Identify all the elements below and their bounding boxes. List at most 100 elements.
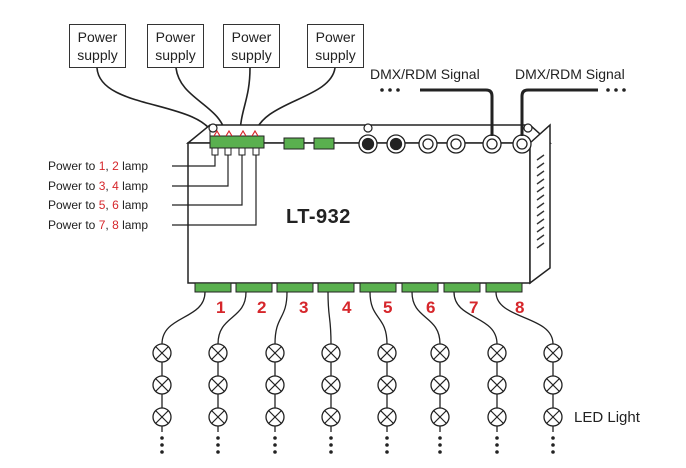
continuation-dot	[329, 436, 333, 440]
power-label-suffix: lamp	[118, 179, 149, 193]
model-label: LT-932	[286, 206, 351, 228]
power-supply-line2: supply	[231, 47, 272, 63]
lamp-strings	[152, 291, 563, 454]
power-supply-line1: Power	[155, 29, 196, 45]
lamp-string-3	[265, 291, 288, 454]
lamp-wire	[327, 291, 332, 345]
lamp-icon	[321, 375, 341, 395]
lamp-icon	[152, 407, 172, 427]
power-supply-line2: supply	[77, 47, 118, 63]
lamp-number: 4	[112, 179, 119, 193]
power-supply-2: Power supply	[147, 24, 204, 68]
power-leader-1	[172, 155, 216, 167]
lamp-wire	[274, 291, 288, 345]
power-label-1: Power to 1, 2 lamp	[48, 159, 148, 173]
lamp-icon	[208, 407, 228, 427]
lamp-icon	[487, 407, 507, 427]
lamp-number: 6	[112, 198, 119, 212]
led-light-label: LED Light	[574, 409, 640, 426]
output-terminals	[194, 282, 523, 293]
power-label-prefix: Power to	[48, 159, 99, 173]
lamp-number: 5	[98, 198, 106, 212]
lamp-icon	[152, 375, 172, 395]
terminal-extra-2	[313, 137, 335, 150]
power-leader-3	[172, 155, 243, 206]
lamp-icon	[321, 343, 341, 363]
lamp-icon	[208, 375, 228, 395]
lamp-icon	[430, 407, 450, 427]
lamp-number: 1	[98, 159, 106, 173]
channel-number-6: 6	[426, 298, 436, 317]
channel-number-5: 5	[383, 298, 393, 317]
continuation-dot	[495, 443, 499, 447]
channel-number-2: 2	[257, 298, 267, 317]
dmx-signal-label-out: DMX/RDM Signal	[515, 66, 625, 82]
lamp-icon	[208, 343, 228, 363]
lamp-string-4	[321, 291, 341, 454]
continuation-dot	[438, 436, 442, 440]
power-label-suffix: lamp	[118, 198, 149, 212]
continuation-dot	[273, 450, 277, 454]
power-label-4: Power to 7, 8 lamp	[48, 218, 148, 232]
continuation-dot	[273, 443, 277, 447]
power-terminal-block	[209, 129, 265, 156]
lamp-wire	[161, 291, 206, 345]
lamp-number: 3	[98, 179, 106, 193]
lamp-wire	[453, 291, 498, 345]
lamp-icon	[487, 375, 507, 395]
continuation-dot	[329, 450, 333, 454]
lamp-string-8	[495, 291, 563, 454]
lamp-icon	[377, 407, 397, 427]
power-label-prefix: Power to	[48, 179, 99, 193]
power-supply-4: Power supply	[307, 24, 364, 68]
lamp-wire	[411, 291, 441, 345]
lamp-icon	[265, 407, 285, 427]
power-leader-2	[172, 155, 229, 187]
terminal-extra-1	[283, 137, 305, 150]
power-supply-1: Power supply	[69, 24, 126, 68]
lamp-number: 8	[112, 218, 119, 232]
lamp-icon	[430, 375, 450, 395]
mount-hole-right	[523, 123, 533, 133]
continuation-dot	[273, 436, 277, 440]
mount-hole-mid	[363, 123, 373, 133]
continuation-dot	[216, 450, 220, 454]
continuation-dot	[329, 443, 333, 447]
lamp-string-2	[208, 291, 247, 454]
continuation-dot	[495, 450, 499, 454]
power-label-prefix: Power to	[48, 218, 99, 232]
lamp-icon	[377, 343, 397, 363]
continuation-dot	[216, 443, 220, 447]
power-supply-line2: supply	[155, 47, 196, 63]
continuation-dot	[216, 436, 220, 440]
lamp-icon	[430, 343, 450, 363]
continuation-dot	[385, 450, 389, 454]
power-label-2: Power to 3, 4 lamp	[48, 179, 148, 193]
continuation-dot	[160, 436, 164, 440]
continuation-dot	[551, 443, 555, 447]
power-supply-line1: Power	[77, 29, 118, 45]
power-label-suffix: lamp	[118, 218, 149, 232]
lamp-number: 2	[112, 159, 119, 173]
channel-number-4: 4	[342, 298, 352, 317]
lamp-icon	[152, 343, 172, 363]
lamp-icon	[487, 343, 507, 363]
continuation-dot	[385, 443, 389, 447]
channel-number-3: 3	[299, 298, 309, 317]
lamp-string-7	[453, 291, 507, 454]
channel-number-1: 1	[216, 298, 226, 317]
power-supply-3: Power supply	[223, 24, 280, 68]
power-label-prefix: Power to	[48, 198, 99, 212]
power-label-3: Power to 5, 6 lamp	[48, 198, 148, 212]
lamp-wire	[217, 291, 247, 345]
continuation-dot	[160, 450, 164, 454]
dmx-cable-out	[520, 88, 598, 136]
power-supply-line2: supply	[315, 47, 356, 63]
lamp-icon	[265, 375, 285, 395]
power-label-suffix: lamp	[118, 159, 149, 173]
continuation-dot	[438, 443, 442, 447]
power-label-sep: ,	[105, 218, 113, 232]
lamp-icon	[377, 375, 397, 395]
power-leader-4	[172, 155, 257, 226]
